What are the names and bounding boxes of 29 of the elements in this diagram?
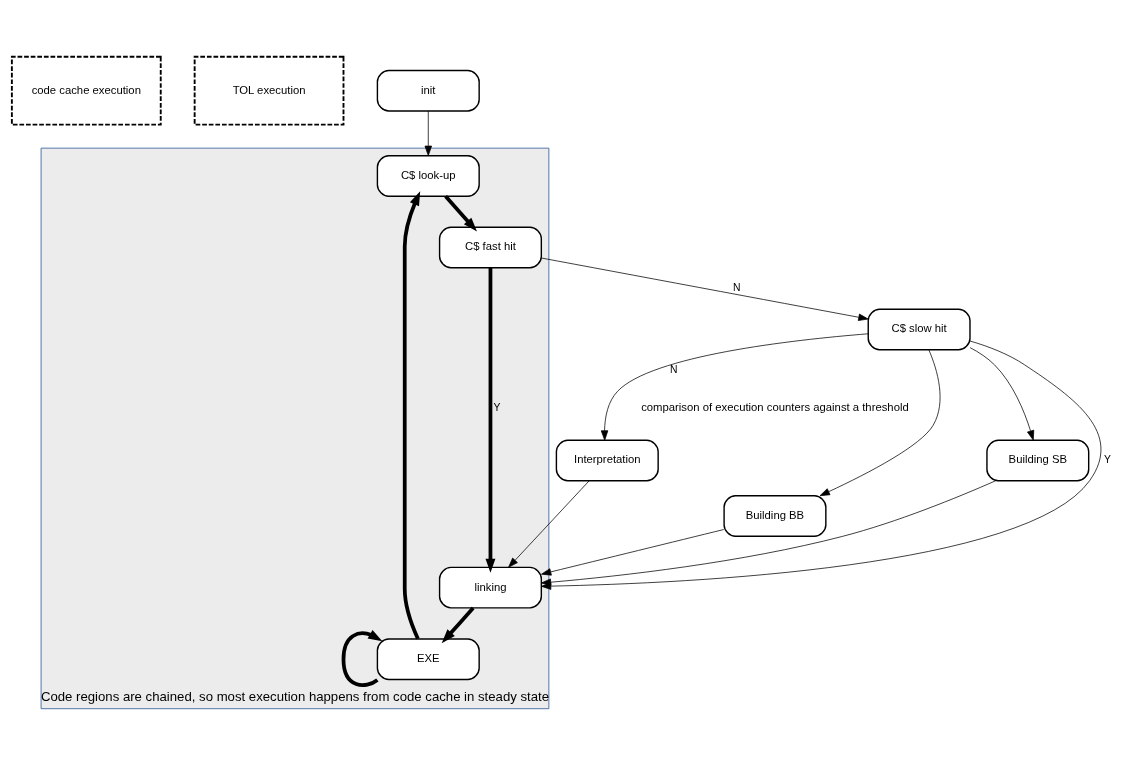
arrow (541, 529, 725, 576)
arrow (540, 480, 997, 586)
node-box: Building SB (986, 439, 1090, 482)
node-box: C$ look-up (376, 155, 480, 197)
arrow (341, 629, 383, 687)
node-box: linking (438, 566, 543, 609)
edge-label: N (669, 364, 678, 376)
edge-label: N (733, 282, 741, 294)
arrow (819, 349, 941, 497)
node-box: code cache execution (10, 55, 162, 126)
arrow (485, 267, 496, 573)
arrow (402, 191, 421, 640)
arrow (600, 333, 869, 441)
node-box: C$ slow hit (867, 308, 971, 351)
arrow (444, 195, 478, 232)
node-box: TOL execution (193, 55, 345, 126)
node-box: Building BB (723, 495, 827, 537)
arrow (441, 606, 475, 644)
label: comparison of execution counters against a threshold (641, 401, 909, 414)
arrow (541, 257, 869, 321)
arrow (508, 480, 590, 568)
arrow (424, 110, 432, 156)
node-box: C$ fast hit (438, 226, 543, 269)
edge-label: Y (493, 401, 501, 413)
arrow (969, 347, 1035, 441)
node-box: EXE (376, 638, 480, 681)
node-box: Interpretation (555, 439, 659, 482)
node-box: init (376, 69, 480, 112)
edge-label: Y (1104, 454, 1111, 466)
